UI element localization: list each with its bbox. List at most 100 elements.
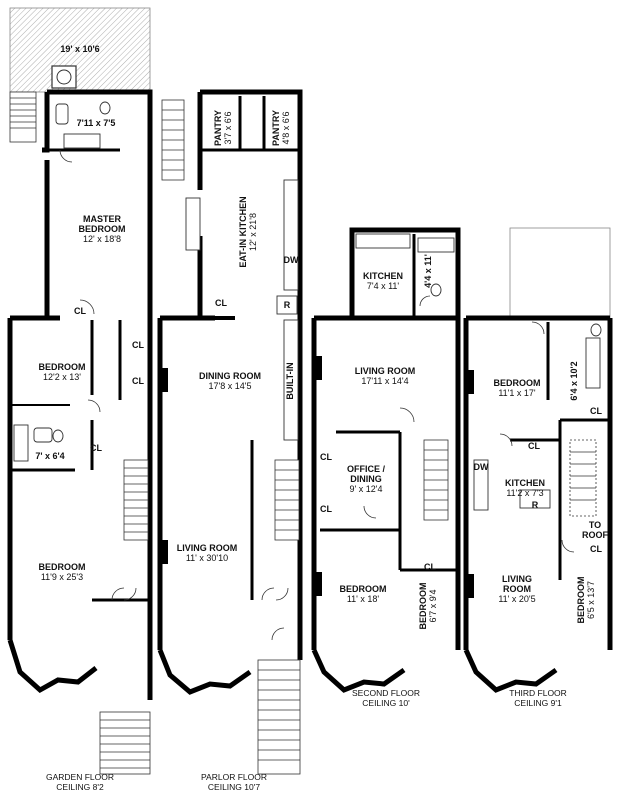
garden-floor-caption: GARDEN FLOOR CEILING 8'2: [30, 772, 130, 792]
garden-master-dimension: 12' x 18'8: [83, 234, 121, 244]
parlor-closet: CL: [215, 298, 227, 308]
garden-walls: [7, 89, 153, 700]
parlor-fireplaces: [162, 368, 168, 564]
third-bedroom-2-name: BEDROOM: [576, 576, 586, 624]
third-living-name-line2: ROOM: [503, 584, 531, 594]
garden-yard-planter-icon: [56, 69, 72, 85]
second-bedroom-1-label: BEDROOM 11' x 18': [330, 584, 396, 604]
third-bedroom-1-name: BEDROOM: [493, 378, 541, 388]
third-fridge: R: [531, 500, 539, 510]
third-front-bay: [463, 648, 558, 693]
second-bedroom-2-name: BEDROOM: [418, 582, 428, 630]
second-floor-ceiling: CEILING 10': [362, 698, 410, 708]
garden-rear-yard: [9, 7, 151, 93]
garden-interior-stair: [123, 459, 149, 541]
garden-yard-planter: [51, 65, 77, 89]
garden-bedroom-1-label: BEDROOM 12'2 x 13': [24, 362, 100, 382]
second-kitchen-label: KITCHEN 7'4 x 11': [354, 271, 412, 291]
garden-bath-dimension: 7'11 x 7'5: [76, 118, 116, 128]
third-floor-plan: [463, 227, 613, 693]
garden-master-name-line2: BEDROOM: [78, 224, 126, 234]
garden-bedroom-2-name: BEDROOM: [38, 562, 86, 572]
parlor-living-name: LIVING ROOM: [176, 543, 238, 553]
second-bedroom-1-dimension: 11' x 18': [346, 594, 380, 604]
second-bedroom-2-dimension: 6'7 x 9'4: [428, 589, 438, 623]
third-fixtures: [473, 323, 602, 511]
second-bedroom-2-label: BEDROOM 6'7 x 9'4: [418, 576, 438, 636]
third-floor-name: THIRD FLOOR: [509, 688, 567, 698]
parlor-pantry-1-name: PANTRY: [213, 110, 223, 146]
third-closet-3: CL: [590, 544, 602, 554]
third-floor-ceiling: CEILING 9'1: [514, 698, 562, 708]
parlor-fridge: R: [283, 300, 291, 310]
second-door-swings: [363, 295, 431, 519]
parlor-kitchen-counter: [185, 179, 299, 441]
garden-door-swings: [59, 149, 137, 601]
parlor-front-bay: [157, 649, 252, 695]
garden-closet-4: CL: [90, 443, 102, 453]
garden-floor-ceiling: CEILING 8'2: [56, 782, 104, 792]
third-stair: [569, 439, 597, 517]
third-bedroom-1-dimension: 11'1 x 17': [498, 388, 536, 398]
second-office-label: OFFICE / DINING 9' x 12'4: [334, 464, 398, 494]
parlor-pantry-1-dimension: 3'7 x 6'6: [223, 111, 233, 145]
third-bedroom-2-dimension: 6'5 x 13'7: [586, 581, 596, 619]
third-fireplaces: [468, 370, 474, 598]
second-office-name-line1: OFFICE /: [347, 464, 385, 474]
garden-yard-dimension: 19' x 10'6: [60, 44, 100, 54]
parlor-living-label: LIVING ROOM 11' x 30'10: [164, 543, 250, 563]
garden-floor-name: GARDEN FLOOR: [45, 772, 114, 782]
second-closet-3: CL: [424, 562, 436, 572]
third-bedroom-2-label: BEDROOM 6'5 x 13'7: [576, 570, 596, 630]
parlor-kitchen-label: EAT-IN KITCHEN 12' x 21'8: [238, 192, 258, 272]
second-living-label: LIVING ROOM 17'11 x 14'4: [340, 366, 430, 386]
third-dishwasher: DW: [473, 462, 489, 472]
second-walls: [311, 227, 461, 650]
third-to-roof-line2: ROOF: [582, 530, 608, 540]
garden-bedroom-2-label: BEDROOM 11'9 x 25'3: [24, 562, 100, 582]
parlor-pantry-2-name: PANTRY: [271, 110, 281, 146]
parlor-kitchen-dimension: 12' x 21'8: [248, 213, 258, 251]
garden-bedroom-1-name: BEDROOM: [38, 362, 86, 372]
third-door-swings: [499, 321, 575, 553]
parlor-pantry-2-label: PANTRY 4'8 x 6'6: [271, 103, 291, 153]
second-fireplaces: [316, 356, 322, 596]
garden-closet-1: CL: [74, 306, 86, 316]
second-living-dimension: 17'11 x 14'4: [361, 376, 409, 386]
second-fixtures: [355, 233, 455, 297]
parlor-dining-dimension: 17'8 x 14'5: [208, 381, 252, 391]
garden-bath-2-dimension: 7' x 6'4: [35, 451, 65, 461]
garden-closet-2: CL: [132, 340, 144, 350]
garden-master-bedroom-label: MASTER BEDROOM 12' x 18'8: [64, 214, 140, 244]
second-floor-caption: SECOND FLOOR CEILING 10': [336, 688, 436, 708]
third-roof-deck: [509, 227, 611, 321]
garden-floor-plan: [7, 7, 153, 775]
parlor-built-in: BUILT-IN: [285, 362, 295, 400]
parlor-dining-name: DINING ROOM: [199, 371, 261, 381]
garden-closet-3: CL: [132, 376, 144, 386]
third-floor-caption: THIRD FLOOR CEILING 9'1: [488, 688, 588, 708]
third-kitchen-label: KITCHEN 11'2 x 7'3: [492, 478, 558, 498]
third-kitchen-dimension: 11'2 x 7'3: [506, 488, 544, 498]
parlor-rear-stair: [161, 99, 185, 181]
second-office-name-line2: DINING: [350, 474, 382, 484]
second-bath-dimension: 4'4 x 11': [423, 254, 433, 288]
parlor-pantry-2-dimension: 4'8 x 6'6: [281, 111, 291, 145]
parlor-door-swings: [261, 587, 289, 641]
second-closet-1: CL: [320, 452, 332, 462]
third-living-name-line1: LIVING: [501, 574, 532, 584]
garden-bath-fixtures: [13, 101, 111, 462]
third-bedroom-1-label: BEDROOM 11'1 x 17': [482, 378, 552, 398]
second-living-name: LIVING ROOM: [354, 366, 416, 376]
parlor-floor-name: PARLOR FLOOR: [201, 772, 267, 782]
garden-front-bay: [7, 639, 98, 694]
second-floor-plan: [311, 227, 461, 693]
second-closet-2: CL: [320, 504, 332, 514]
second-kitchen-dimension: 7'4 x 11': [366, 281, 400, 291]
parlor-pantry-1-label: PANTRY 3'7 x 6'6: [213, 103, 233, 153]
parlor-floor-ceiling: CEILING 10'7: [207, 782, 261, 792]
third-living-dimension: 11' x 20'5: [498, 594, 536, 604]
parlor-front-stoop: [257, 659, 301, 775]
third-living-label: LIVING ROOM 11' x 20'5: [482, 574, 552, 604]
